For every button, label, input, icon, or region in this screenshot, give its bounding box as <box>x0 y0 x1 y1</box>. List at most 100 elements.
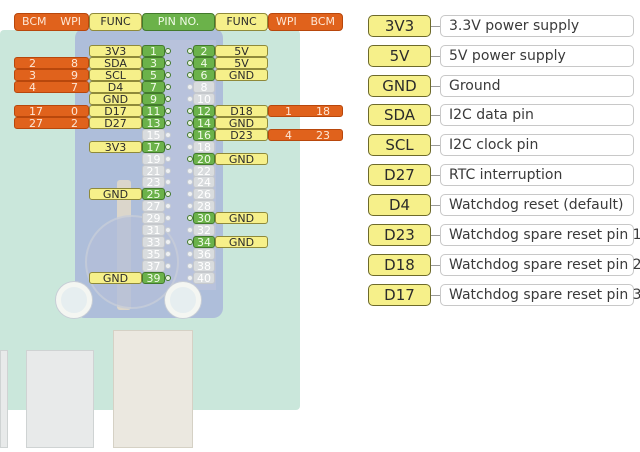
pin-connector-icon <box>187 144 193 150</box>
pin-connector-icon <box>187 84 193 90</box>
wpi-number: 4 <box>285 128 292 142</box>
pin-connector-icon <box>187 239 193 245</box>
legend-key: SCL <box>368 134 431 156</box>
pin-connector-icon <box>165 263 171 269</box>
pin-number-cell: 36 <box>193 248 215 260</box>
pin-number-cell: 1 <box>142 45 165 57</box>
pin-connector-icon <box>187 191 193 197</box>
pin-connector-icon <box>187 263 193 269</box>
pin-connector-icon <box>187 179 193 185</box>
mounting-hole <box>165 282 201 318</box>
legend-key: D18 <box>368 254 431 276</box>
pin-number-cell: 4 <box>193 57 215 69</box>
mounting-hole <box>56 282 92 318</box>
pin-connector-icon <box>165 144 171 150</box>
wpi-bcm-cell: 1 18 <box>268 105 343 117</box>
legend-description: 5V power supply <box>440 45 634 67</box>
pin-number-cell: 28 <box>193 200 215 212</box>
func-cell: 3V3 <box>89 141 142 153</box>
pin-connector-icon <box>187 108 193 114</box>
pin-number-cell: 35 <box>142 248 165 260</box>
pin-connector-icon <box>165 48 171 54</box>
pin-connector-icon <box>165 227 171 233</box>
bcm-number: 2 <box>29 56 36 70</box>
legend-connector <box>431 295 440 296</box>
pin-connector-icon <box>165 120 171 126</box>
wpi-number: 1 <box>285 104 292 118</box>
header-func-label: FUNC <box>226 15 257 28</box>
header-bcm-label: BCM <box>22 15 47 28</box>
pin-connector-icon <box>165 156 171 162</box>
usb-port <box>0 350 8 448</box>
pin-number-cell: 30 <box>193 212 215 224</box>
pin-connector-icon <box>187 156 193 162</box>
header-pin-no: PIN NO. <box>142 13 215 31</box>
pin-connector-icon <box>187 215 193 221</box>
pin-connector-icon <box>165 108 171 114</box>
pin-number-cell: 18 <box>193 141 215 153</box>
legend-description: Ground <box>440 75 634 97</box>
pin-connector-icon <box>187 275 193 281</box>
pin-connector-icon <box>165 239 171 245</box>
pin-number-cell: 25 <box>142 188 165 200</box>
legend-key: D23 <box>368 224 431 246</box>
pin-connector-icon <box>187 60 193 66</box>
header-wpi-label: WPI <box>276 15 297 28</box>
legend-key: D17 <box>368 284 431 306</box>
legend-connector <box>431 205 440 206</box>
legend-description: Watchdog reset (default) <box>440 194 634 216</box>
legend-description: 3.3V power supply <box>440 15 634 37</box>
bcm-number: 18 <box>316 104 330 118</box>
pin-number-cell: 19 <box>142 153 165 165</box>
legend-key: SDA <box>368 104 431 126</box>
func-cell: GND <box>215 153 268 165</box>
pin-connector-icon <box>165 168 171 174</box>
legend-key: 3V3 <box>368 15 431 37</box>
legend-description: Watchdog spare reset pin 1 <box>440 224 640 246</box>
pin-connector-icon <box>165 96 171 102</box>
pin-number-cell: 37 <box>142 260 165 272</box>
pin-connector-icon <box>165 251 171 257</box>
legend-connector <box>431 56 440 57</box>
pin-number-cell: 26 <box>193 188 215 200</box>
legend-description: Watchdog spare reset pin 2 <box>440 254 640 276</box>
header-bcm-label: BCM <box>310 15 335 28</box>
pin-connector-icon <box>187 227 193 233</box>
pin-number-cell: 31 <box>142 224 165 236</box>
func-cell: GND <box>215 117 268 129</box>
header-bcm-wpi-left: BCM WPI <box>14 13 89 31</box>
pin-connector-icon <box>187 96 193 102</box>
pin-connector-icon <box>165 179 171 185</box>
func-cell: SCL <box>89 69 142 81</box>
func-cell: GND <box>215 212 268 224</box>
pin-connector-icon <box>165 132 171 138</box>
pin-number-cell: 40 <box>193 272 215 284</box>
pin-number-cell: 17 <box>142 141 165 153</box>
header-wpi-label: WPI <box>60 15 81 28</box>
func-cell: SDA <box>89 57 142 69</box>
func-cell: D4 <box>89 81 142 93</box>
header-func-label: FUNC <box>100 15 131 28</box>
pin-connector-icon <box>165 203 171 209</box>
pin-connector-icon <box>187 48 193 54</box>
pin-connector-icon <box>187 203 193 209</box>
func-cell: D23 <box>215 129 268 141</box>
pin-connector-icon <box>165 275 171 281</box>
wpi-number: 7 <box>71 80 78 94</box>
func-cell: GND <box>89 188 142 200</box>
pin-number-cell: 20 <box>193 153 215 165</box>
wpi-bcm-cell: 4 23 <box>268 129 343 141</box>
pin-number-cell: 23 <box>142 176 165 188</box>
pin-number-cell: 6 <box>193 69 215 81</box>
func-cell: GND <box>89 93 142 105</box>
pin-connector-icon <box>187 72 193 78</box>
pin-number-cell: 9 <box>142 93 165 105</box>
legend-key: D27 <box>368 164 431 186</box>
bcm-number: 23 <box>316 128 330 142</box>
func-cell: D27 <box>89 117 142 129</box>
header-func-right: FUNC <box>215 13 268 31</box>
legend-connector <box>431 175 440 176</box>
legend-connector <box>431 235 440 236</box>
